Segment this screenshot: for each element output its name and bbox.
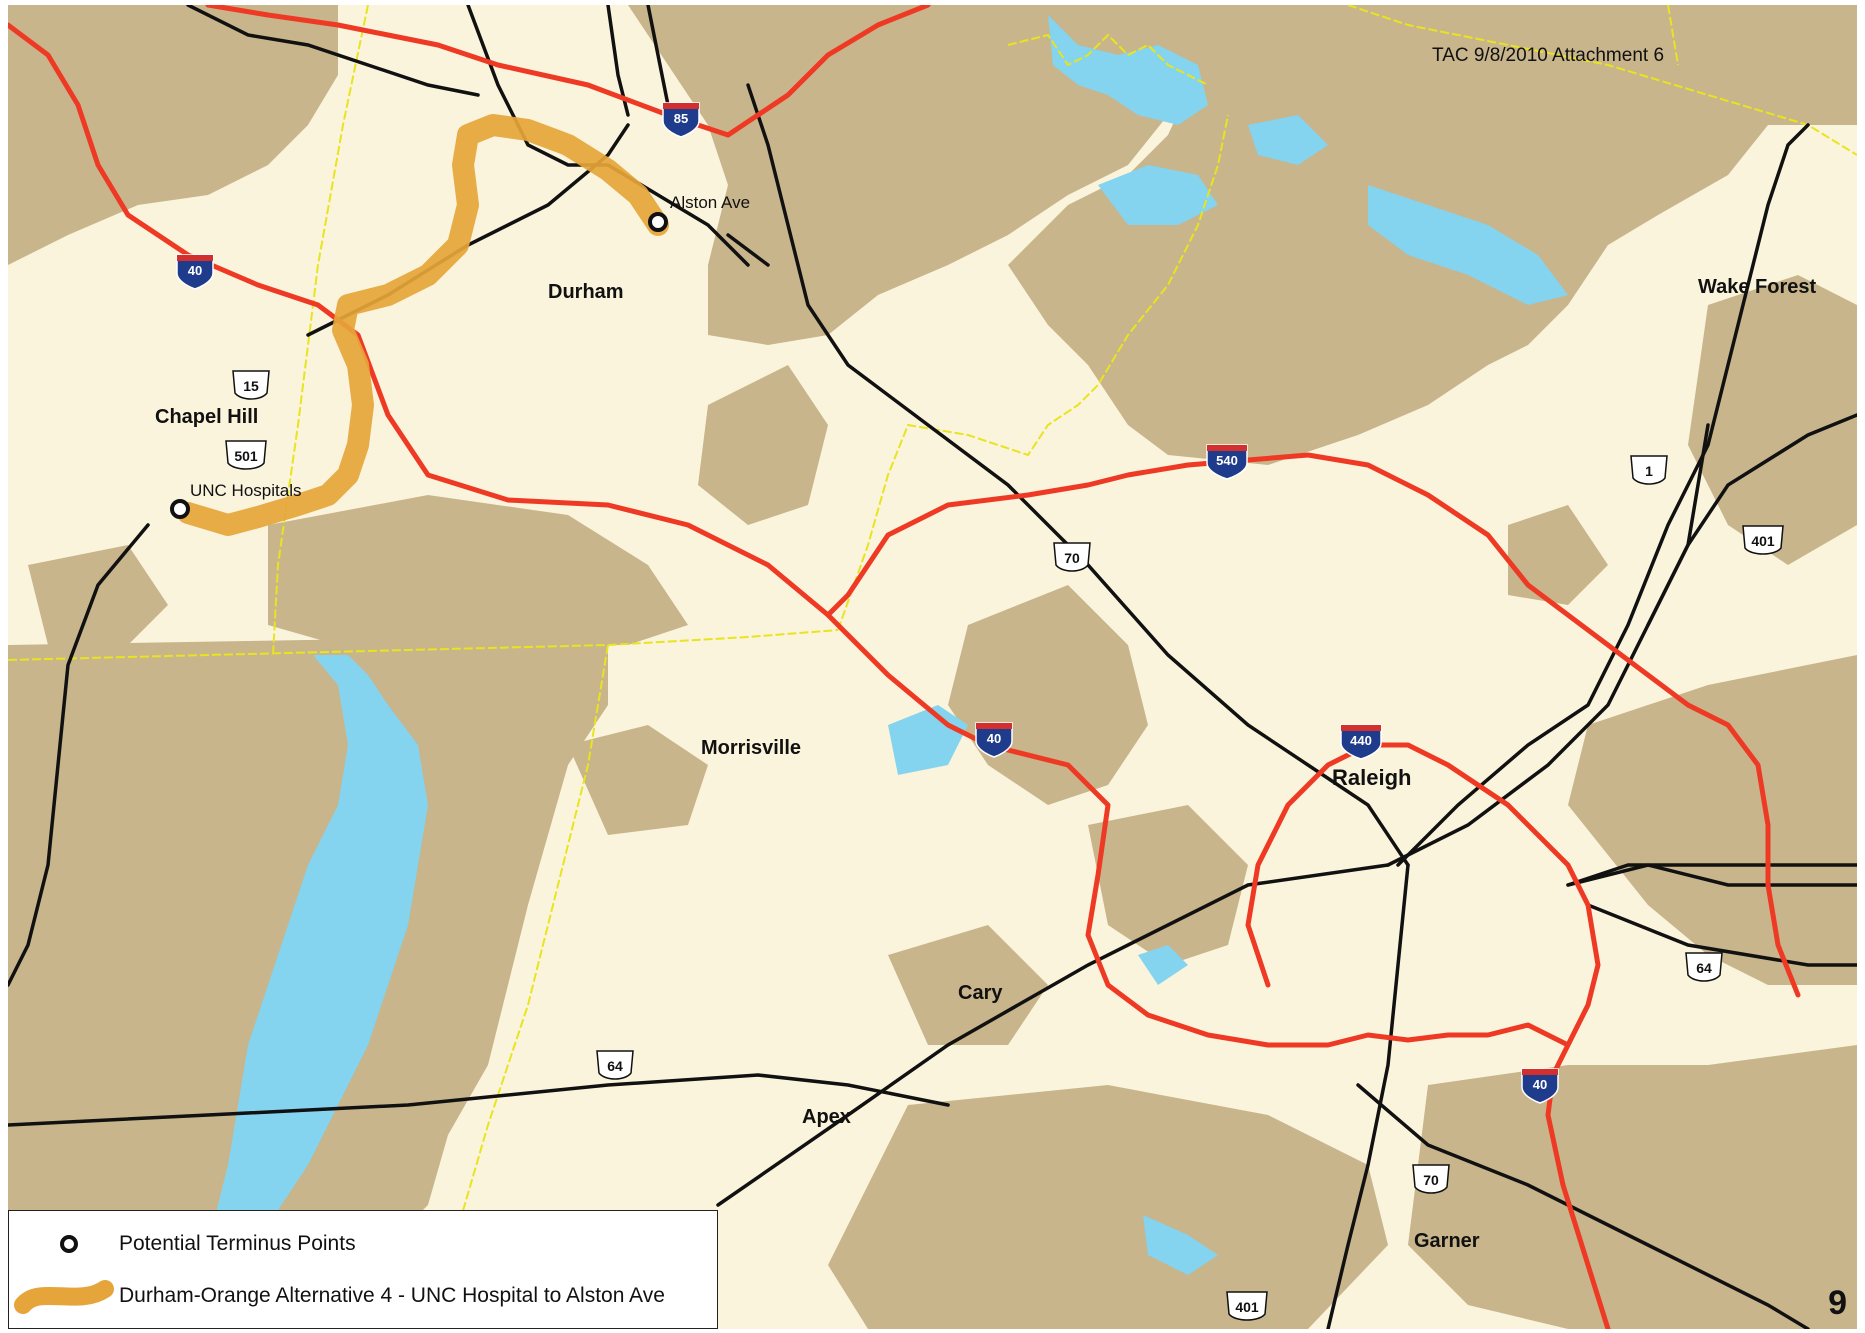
terminus-unc-hospitals[interactable]: UNC Hospitals [170,481,301,519]
legend-terminus-label: Potential Terminus Points [119,1232,356,1255]
terminus-unc-label: UNC Hospitals [190,481,301,500]
map-canvas[interactable]: Alston Ave UNC Hospitals Durham Chapel H… [8,5,1857,1329]
label-apex: Apex [802,1106,851,1128]
svg-text:1: 1 [1645,463,1653,479]
rural-land-areas [8,5,1857,1329]
alternative-swatch-icon [9,1271,119,1321]
map-frame: Alston Ave UNC Hospitals Durham Chapel H… [8,5,1857,1329]
interstate-shield-i40-se: 40 [1521,1068,1559,1104]
us-shield-401-ne: 401 [1742,525,1784,555]
map-legend: Potential Terminus Points Durham-Orange … [8,1210,718,1329]
us-shield-70-north: 70 [1053,542,1091,572]
svg-text:85: 85 [674,111,688,126]
svg-text:401: 401 [1235,1299,1259,1315]
label-raleigh: Raleigh [1332,765,1411,790]
interstate-shield-i440: 440 [1340,724,1382,760]
us-shield-70-south: 70 [1412,1164,1450,1194]
interstate-shield-i85: 85 [662,102,700,138]
place-labels: Durham Chapel Hill Morrisville Cary Apex… [155,276,1817,1252]
label-cary: Cary [958,982,1003,1004]
svg-text:15: 15 [243,378,259,394]
svg-text:64: 64 [607,1058,623,1074]
svg-text:501: 501 [234,448,258,464]
svg-text:40: 40 [1533,1077,1547,1092]
legend-alternative-label: Durham-Orange Alternative 4 - UNC Hospit… [119,1284,665,1307]
us-shield-64-east: 64 [1685,952,1723,982]
us-shield-15: 15 [232,370,270,400]
svg-text:540: 540 [1216,453,1238,468]
alternative-4-corridor [177,114,669,536]
page-number: 9 [1828,1284,1847,1322]
legend-row-terminus: Potential Terminus Points [9,1219,717,1269]
us-shield-501: 501 [225,440,267,470]
label-chapel-hill: Chapel Hill [155,406,258,428]
interstate-shield-i540: 540 [1206,444,1248,480]
svg-text:70: 70 [1064,550,1080,566]
us-shield-64-west: 64 [596,1050,634,1080]
attachment-note: TAC 9/8/2010 Attachment 6 [1432,45,1665,66]
interstate-shield-i40-mid: 40 [975,722,1013,758]
us-shield-401-south: 401 [1226,1291,1268,1321]
svg-text:64: 64 [1696,960,1712,976]
svg-text:440: 440 [1350,733,1372,748]
label-wake-forest: Wake Forest [1698,276,1817,298]
interstate-shield-i40-nw: 40 [176,254,214,290]
terminus-alston-label: Alston Ave [670,193,750,212]
label-garner: Garner [1414,1230,1480,1252]
us-shield-1: 1 [1630,455,1668,485]
terminus-point-icon [9,1219,119,1269]
terminus-alston-ave[interactable]: Alston Ave [648,193,750,232]
svg-text:40: 40 [188,263,202,278]
label-durham: Durham [548,281,624,303]
label-morrisville: Morrisville [701,737,801,759]
svg-text:401: 401 [1751,533,1775,549]
us-highways [8,5,1857,1329]
legend-row-alternative: Durham-Orange Alternative 4 - UNC Hospit… [9,1271,717,1321]
svg-text:70: 70 [1423,1172,1439,1188]
svg-text:40: 40 [987,731,1001,746]
